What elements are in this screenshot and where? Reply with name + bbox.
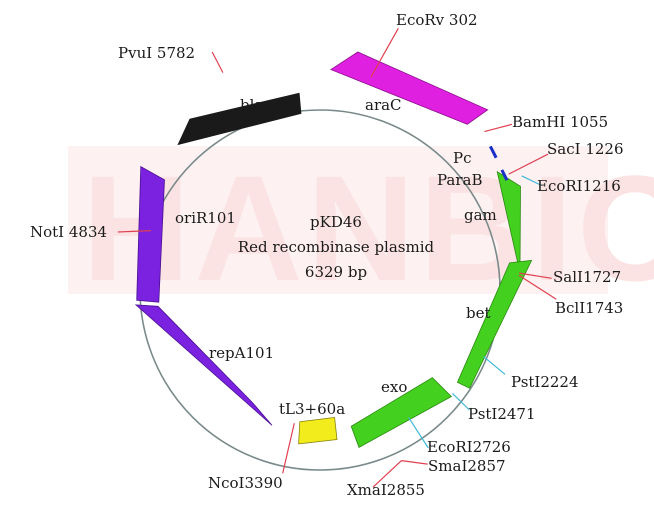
PstI2224-line [483,355,506,375]
PstI2471-site-label: PstI2471 [468,405,536,423]
SmaI-line [401,460,428,465]
bla-label: bla [240,96,263,114]
ParaB-label: ParaB [437,171,483,189]
site-leaders-cyan [408,175,541,449]
BamHI-line [484,123,513,133]
araC-label: araC [365,96,402,114]
plasmid-description: Red recombinase plasmid [238,238,435,256]
Pc-promoter [489,145,498,159]
PvuI-line [211,51,224,73]
PvuI-site-label: PvuI 5782 [118,44,195,62]
SmaI-site-label: SmaI2857 [428,457,506,475]
EcoRI1216-site-label: EcoRI1216 [537,177,621,195]
exo-arrow [350,377,453,448]
SalI-site-label: SalI1727 [553,268,621,286]
plasmid-name: pKD46 [310,213,362,231]
NcoI-site-label: NcoI3390 [208,474,283,492]
XmaI-site-label: XmaI2855 [347,481,425,499]
watermark: HANBIO [82,144,654,312]
ParaB-promoter [500,169,509,181]
EcoRV-line [370,28,399,78]
exo-label: exo [381,378,407,396]
gam-label: gam [464,206,497,224]
EcoRV-site-label: EcoRv 302 [396,11,478,29]
PstI2471-line [452,392,470,411]
EcoRI2726-line [408,417,429,449]
BclI-line [518,274,557,300]
plasmid-size: 6329 bp [305,263,367,281]
EcoRI2726-site-label: EcoRI2726 [427,438,511,456]
NcoI-line [282,423,295,474]
NotI-site-label: NotI 4834 [30,223,107,241]
oriR101-arc [136,165,165,303]
bla-arrow [177,92,302,146]
SalI-line [519,272,552,279]
SacI-site-label: SacI 1226 [547,140,624,158]
BamHI-site-label: BamHI 1055 [512,113,608,131]
XmaI-line [372,460,402,488]
repA101-label: repA101 [209,344,274,362]
PstI2224-site-label: PstI2224 [511,373,579,391]
SacI-line [508,153,549,175]
BclI-site-label: BclI1743 [555,299,623,317]
EcoRI1216-line [521,175,541,186]
Pc-label: Pc [453,149,472,167]
tL3-terminator [298,417,338,445]
araC-arrow [330,51,489,125]
site-leaders-red [117,28,557,488]
tL3-label: tL3+60a [279,400,345,418]
bet-arrow [456,259,533,389]
repA101-arrow [134,304,273,426]
NotI-line [117,230,151,233]
oriR101-label: oriR101 [175,209,236,227]
bet-label: bet [466,304,491,322]
